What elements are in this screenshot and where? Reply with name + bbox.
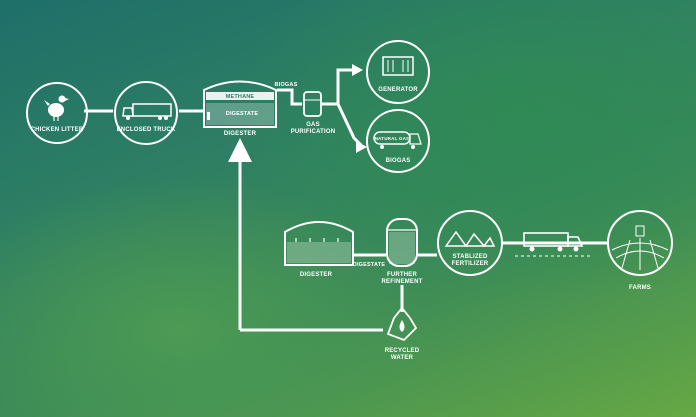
digestate-top-label: DIGESTATE xyxy=(226,111,259,117)
bottom-digester-node: DIGESTER xyxy=(284,221,354,278)
arrowhead-biogas xyxy=(356,141,367,153)
further-refinement-label-2: REFINEMENT xyxy=(382,279,423,285)
biogas-line-label: BIOGAS xyxy=(275,82,298,88)
recycled-water-node: RECYCLED WATER xyxy=(385,306,420,361)
natural-gas-label: NATURAL GAS xyxy=(375,136,410,141)
chicken-litter-node: CHICKEN LITTER xyxy=(26,82,88,144)
digester-top-label: DIGESTER xyxy=(224,131,257,137)
recycled-water-label-2: WATER xyxy=(391,355,414,361)
thermometer-icon xyxy=(207,112,210,120)
further-refinement-node: FURTHER REFINEMENT xyxy=(382,218,423,285)
biogas-circle xyxy=(366,109,430,173)
chicken-litter-circle xyxy=(26,82,88,144)
gas-purification-label-2: PURIFICATION xyxy=(291,129,336,135)
sprinklers-icon xyxy=(295,238,339,242)
farms-label: FARMS xyxy=(629,285,651,291)
generator-icon xyxy=(382,56,414,76)
digestate-line-label: DIGESTATE xyxy=(353,262,386,268)
connector-to-generator xyxy=(336,68,352,104)
refinement-tank-icon xyxy=(386,218,418,267)
recycle-icon xyxy=(386,306,418,342)
bottom-digester-icon xyxy=(284,221,354,266)
biogas-label: BIOGAS xyxy=(386,158,411,164)
gas-purification-label-1: GAS xyxy=(306,122,320,128)
chicken-icon xyxy=(44,95,69,121)
enclosed-truck-circle xyxy=(114,81,178,145)
gas-purification-node: GAS PURIFICATION xyxy=(291,91,336,135)
connector-to-biogas xyxy=(336,103,363,147)
further-refinement-label-1: FURTHER xyxy=(387,272,418,278)
digester-bottom-label: DIGESTER xyxy=(300,272,333,278)
fertilizer-label-2: FERTILIZER xyxy=(452,261,489,267)
truck-icon xyxy=(122,103,172,120)
connector-biogas xyxy=(277,88,302,106)
chicken-litter-label: CHICKEN LITTER xyxy=(31,127,84,133)
enclosed-truck-label: ENCLOSED TRUCK xyxy=(117,127,176,133)
recycled-water-label-1: RECYCLED xyxy=(385,348,420,354)
purifier-tank-icon xyxy=(303,91,322,117)
fertilizer-circle xyxy=(437,210,503,276)
enclosed-truck-node: ENCLOSED TRUCK xyxy=(114,81,178,145)
methane-label: METHANE xyxy=(226,94,255,100)
generator-node: GENERATOR xyxy=(366,40,430,104)
farms-node: FARMS xyxy=(607,210,673,291)
farms-circle xyxy=(607,210,673,276)
water-drop-icon xyxy=(399,320,405,332)
digester-tank-icon xyxy=(203,80,277,128)
flow-connectors xyxy=(84,68,608,332)
fertilizer-pile-icon xyxy=(444,230,496,248)
farm-field-icon xyxy=(611,225,669,270)
stabilized-fertilizer-node: STABLIZED FERTILIZER xyxy=(437,210,503,276)
fertilizer-truck-icon xyxy=(515,232,590,257)
generator-label: GENERATOR xyxy=(378,87,418,93)
top-digester-node: METHANE DIGESTATE DIGESTER xyxy=(203,80,277,137)
generator-circle xyxy=(366,40,430,104)
biogas-node: NATURAL GAS BIOGAS xyxy=(366,109,430,173)
arrowhead-generator xyxy=(352,64,363,76)
fertilizer-label-1: STABLIZED xyxy=(452,254,487,260)
